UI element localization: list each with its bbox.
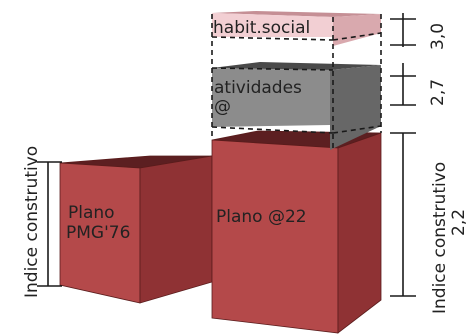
- atividades-label-line2: @: [214, 97, 231, 117]
- habit-top: [212, 11, 381, 17]
- left-block-label-line1: Plano: [68, 203, 115, 223]
- dimension-atividades-value: 2,7: [428, 79, 448, 106]
- left-block-pmg76: Plano PMG'76: [59, 155, 213, 304]
- habit-front: [212, 13, 333, 37]
- right-dimension-label-line2: 2,2: [449, 209, 469, 236]
- right-block-label: Plano @22: [216, 207, 307, 227]
- layer-atividades: atividades @: [212, 62, 381, 150]
- left-block-label-line2: PMG'76: [66, 223, 130, 243]
- atividades-side: [330, 65, 381, 150]
- left-block-side: [139, 155, 213, 304]
- dimension-atividades: 2,7: [390, 63, 448, 106]
- dashed-envelope: [211, 14, 382, 150]
- left-dimension-label: Indice construtivo: [22, 146, 42, 298]
- habit-label: habit.social: [213, 18, 310, 38]
- right-dimension-label-line1: Indice construtivo: [430, 162, 450, 314]
- atividades-label-line1: atividades: [214, 78, 302, 98]
- right-block-front: [211, 139, 339, 334]
- right-dimension: Indice construtivo 2,2: [390, 132, 469, 314]
- atividades-front: [212, 68, 330, 127]
- dimension-habit: 3,0: [390, 13, 448, 50]
- habit-side: [333, 14, 381, 46]
- layer-habit-social: habit.social: [212, 11, 381, 46]
- right-block-22: Plano @22: [211, 130, 382, 334]
- dimension-habit-value: 3,0: [428, 23, 448, 50]
- atividades-top: [212, 62, 381, 70]
- left-dimension: Indice construtivo: [22, 146, 62, 298]
- right-block-side: [337, 132, 382, 334]
